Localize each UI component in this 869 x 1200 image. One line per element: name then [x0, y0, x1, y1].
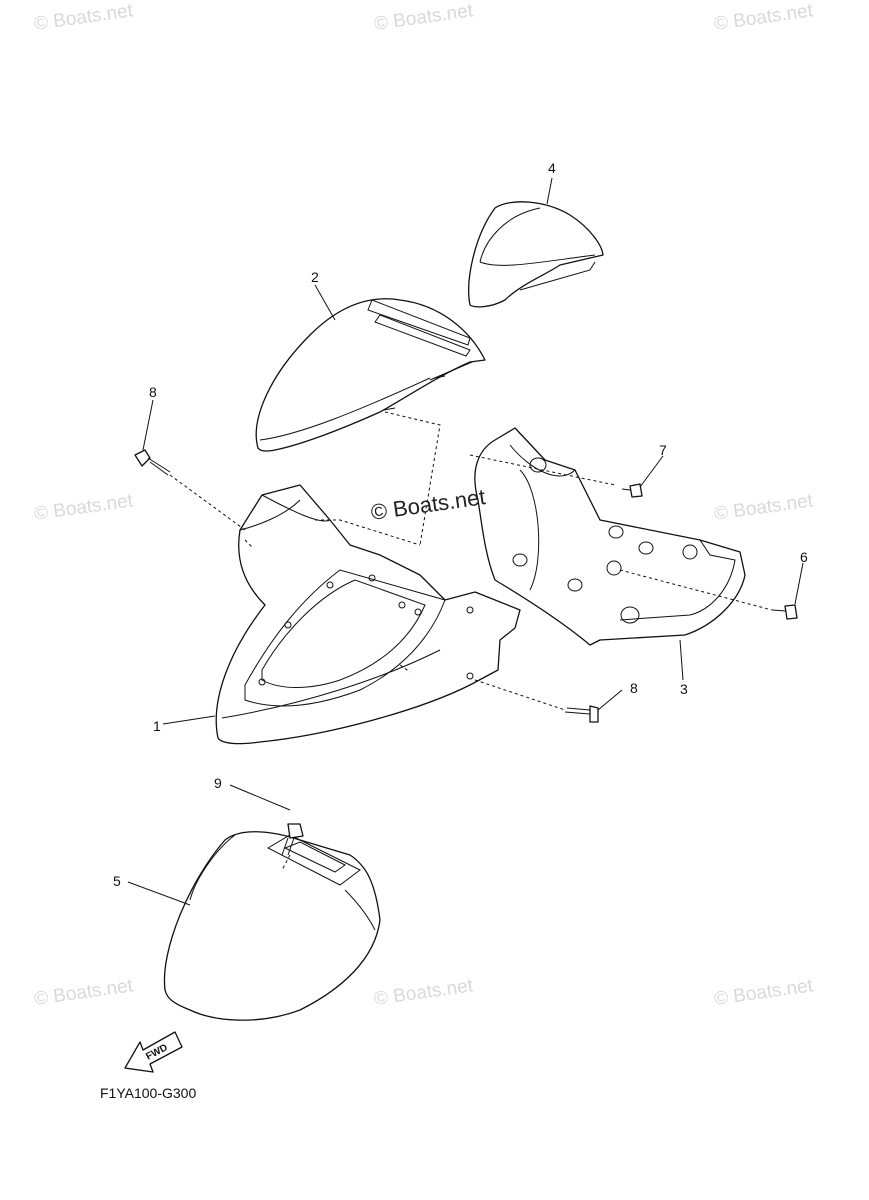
part-1-front-cover: [215, 484, 521, 745]
part-3-inner-panel: [474, 427, 746, 646]
watermark-bottom-left: © Boats.net: [33, 975, 135, 1010]
assembly-lines: [169, 411, 773, 871]
watermark-top-right: © Boats.net: [713, 0, 815, 35]
screw-6: [771, 604, 798, 620]
callout-8-upper: 8: [149, 384, 157, 400]
watermark-mid-left: © Boats.net: [33, 490, 135, 525]
screw-9: [281, 823, 304, 856]
part-4-cover: [468, 201, 604, 308]
part-5-front-fender: [163, 831, 381, 1021]
callout-8-lower: 8: [630, 680, 638, 696]
screw-8-upper: [134, 449, 171, 476]
callout-4: 4: [548, 160, 556, 176]
watermark-bottom-right: © Boats.net: [713, 975, 815, 1010]
watermark-mid-right: © Boats.net: [713, 490, 815, 525]
leader-lines: [127, 177, 804, 906]
callout-5: 5: [113, 873, 121, 889]
diagram-code: F1YA100-G300: [100, 1085, 197, 1101]
watermark-top-left: © Boats.net: [33, 0, 135, 35]
fwd-arrow-icon: FWD: [124, 1031, 183, 1073]
callout-9: 9: [214, 775, 222, 791]
callouts: 1 2 3 4 5 6 7 8 8 9: [113, 160, 808, 889]
callout-1: 1: [153, 718, 161, 734]
callout-2: 2: [311, 269, 319, 285]
watermark-top-center: © Boats.net: [373, 0, 475, 35]
callout-3: 3: [680, 681, 688, 697]
screw-8-lower: [564, 705, 599, 723]
part-2-meter-cover: [255, 298, 486, 452]
callout-6: 6: [800, 549, 808, 565]
callout-7: 7: [659, 442, 667, 458]
watermark-center: © Boats.net: [369, 484, 487, 525]
screw-7: [621, 483, 643, 498]
watermark-bottom-center: © Boats.net: [373, 975, 475, 1010]
